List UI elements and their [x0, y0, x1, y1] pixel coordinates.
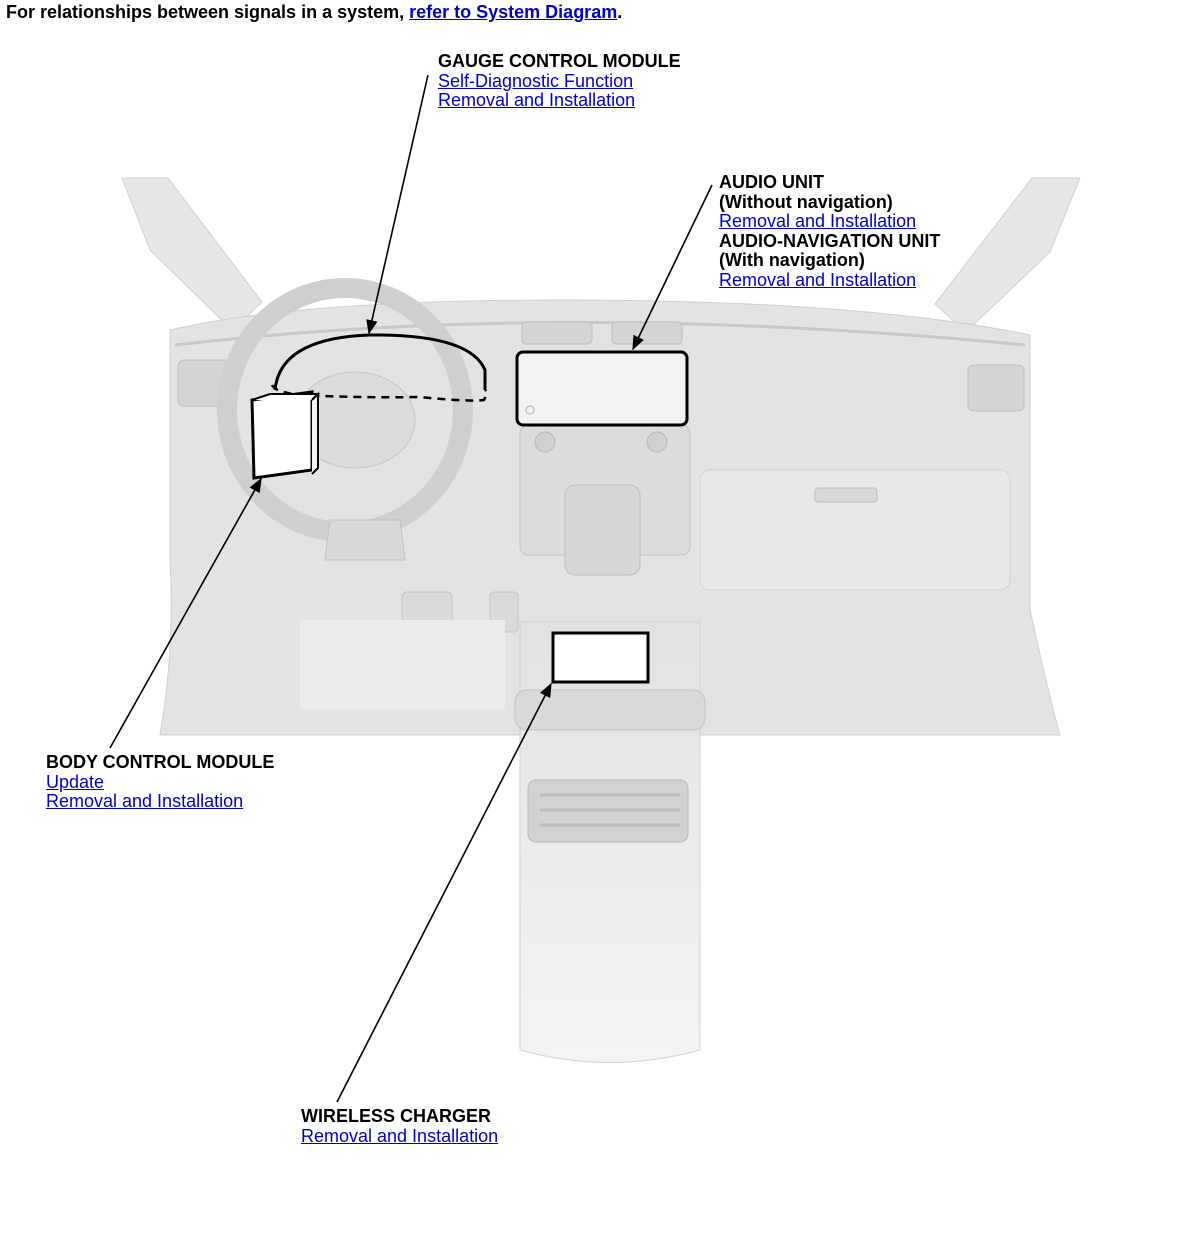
wireless-charger-pad — [551, 631, 650, 684]
intro-suffix: . — [617, 2, 623, 22]
audio-unit-removal-link[interactable]: Removal and Installation — [719, 211, 917, 231]
glove-box — [699, 469, 1011, 591]
center-vent-right — [611, 321, 683, 345]
body-control-update-link[interactable]: Update — [46, 771, 105, 792]
left-a-pillar — [121, 177, 263, 331]
wireless-charger-removal-link[interactable]: Removal and Installation — [301, 1125, 499, 1146]
audio-unit-screen — [515, 350, 689, 427]
body-control-module-title: BODY CONTROL MODULE — [46, 752, 275, 772]
wireless-leader-line — [336, 682, 552, 1103]
gauge-removal-link[interactable]: Removal and Installation — [438, 90, 636, 110]
audio-unit-subtitle: (Without navigation) — [719, 191, 893, 212]
audio-navigation-unit-title: AUDIO-NAVIGATION UNIT — [719, 230, 941, 251]
gauge-leader-line — [366, 74, 429, 335]
center-vent-left — [521, 321, 593, 345]
body-control-module-box — [250, 390, 321, 480]
wireless-charger-title: WIRELESS CHARGER — [301, 1106, 492, 1126]
console-armrest — [514, 689, 706, 731]
gauge-control-module-callout: GAUGE CONTROL MODULE Self-Diagnostic Fun… — [438, 51, 681, 111]
body-control-removal-link[interactable]: Removal and Installation — [46, 791, 244, 811]
gauge-control-module-title: GAUGE CONTROL MODULE — [438, 51, 681, 71]
audio-navigation-removal-link[interactable]: Removal and Installation — [719, 269, 917, 290]
audio-unit-callout: AUDIO UNIT (Without navigation) Removal … — [719, 172, 941, 290]
body-leader-line — [109, 477, 262, 749]
gauge-self-diagnostic-link[interactable]: Self-Diagnostic Function — [438, 70, 634, 91]
shifter-base — [564, 484, 641, 576]
steering-column — [324, 519, 406, 561]
wireless-charger-callout: WIRELESS CHARGER Removal and Installatio… — [301, 1106, 499, 1146]
gauge-cluster-outline — [273, 333, 487, 391]
audio-unit-title: AUDIO UNIT — [719, 172, 824, 192]
glove-box-handle — [814, 487, 878, 503]
floor-panel — [300, 620, 505, 710]
intro-text: For relationships between signals in a s… — [6, 2, 410, 22]
intro-line: For relationships between signals in a s… — [6, 2, 622, 23]
audio-navigation-unit-subtitle: (With navigation) — [719, 250, 865, 270]
right-a-pillar — [934, 177, 1081, 333]
audio-leader-line — [632, 184, 713, 351]
system-diagram-link[interactable]: refer to System Diagram — [409, 2, 618, 22]
right-vent — [967, 364, 1025, 412]
right-knob — [646, 431, 668, 453]
body-control-module-callout: BODY CONTROL MODULE Update Removal and I… — [46, 752, 275, 812]
left-knob — [534, 431, 556, 453]
